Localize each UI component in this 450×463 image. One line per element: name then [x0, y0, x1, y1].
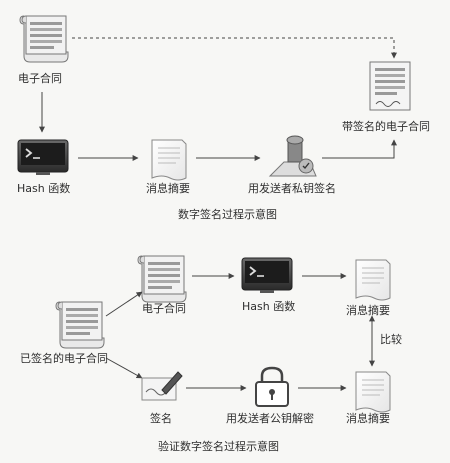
contract-label: 电子合同 [18, 72, 62, 85]
padlock-key-icon [255, 366, 289, 407]
verify-hash-label: Hash 函数 [242, 300, 296, 313]
digest-paper-icon [151, 139, 187, 181]
verify-caption: 验证数字签名过程示意图 [158, 440, 279, 453]
signed-contract-icon [369, 61, 411, 111]
signed-contract-label: 带签名的电子合同 [342, 120, 430, 133]
hash-label: Hash 函数 [17, 182, 71, 195]
verify-signed-contract-label: 已签名的电子合同 [20, 352, 108, 365]
compare-label: 比较 [380, 333, 402, 346]
contract-scroll-icon-2 [137, 255, 187, 303]
arrow-signed-to-contract [105, 291, 143, 317]
signed-contract-scroll-icon [55, 301, 105, 349]
verify-digest-bottom-label: 消息摘要 [346, 412, 390, 425]
terminal-icon-2 [241, 257, 293, 294]
arrow-stamp-to-signed [322, 139, 397, 159]
contract-scroll-icon [19, 15, 69, 63]
terminal-icon [17, 139, 69, 176]
verify-digest-top-label: 消息摘要 [346, 304, 390, 317]
signature-label: 签名 [150, 412, 172, 425]
digest-top-paper-icon [355, 259, 391, 301]
dashed-connector [72, 37, 397, 59]
seal-stamp-icon [268, 135, 317, 177]
pen-signature-icon [141, 371, 183, 401]
arrow-signed-to-signature [105, 357, 143, 379]
sign-caption: 数字签名过程示意图 [178, 208, 277, 221]
sign-label: 用发送者私钥签名 [248, 182, 336, 195]
decrypt-label: 用发送者公钥解密 [226, 412, 314, 425]
verify-contract-label: 电子合同 [142, 302, 186, 315]
digest-label: 消息摘要 [146, 182, 190, 195]
digest-bottom-paper-icon [355, 371, 391, 413]
